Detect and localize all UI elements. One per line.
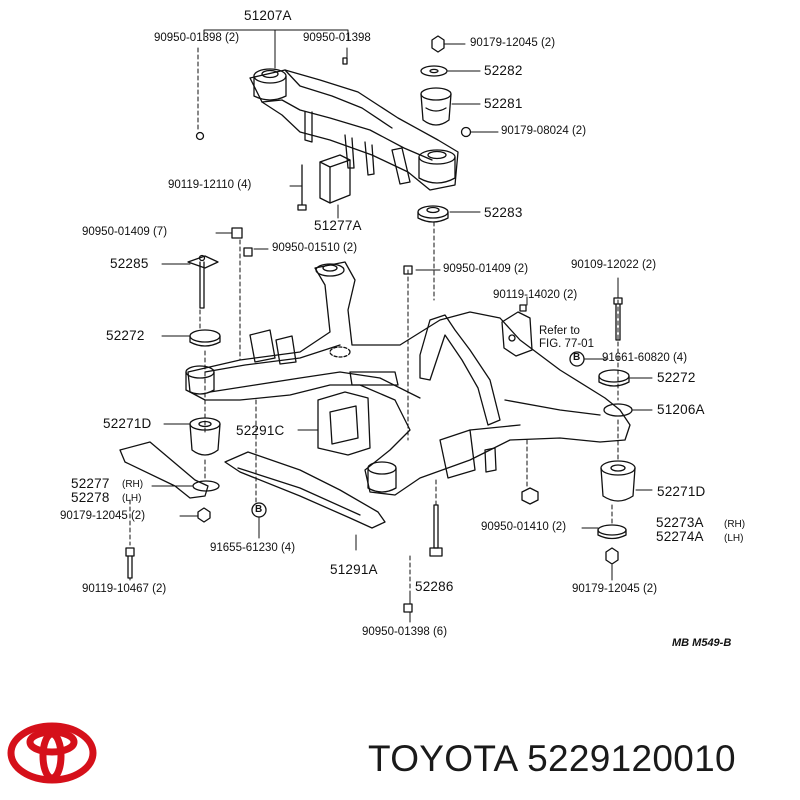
b-marker-left: B <box>255 504 263 515</box>
bracket-refer-fig <box>501 304 533 357</box>
leader-lines <box>129 29 653 623</box>
callout-rh-left: (RH) <box>122 479 144 490</box>
part-number: 5229120010 <box>527 738 736 779</box>
callout-90950-01410: 90950-01410 (2) <box>481 521 567 533</box>
callout-52271D-right: 52271D <box>657 484 706 499</box>
callout-90950-01398: 90950-01398 <box>303 32 371 44</box>
callout-90119-12110: 90119-12110 (4) <box>168 179 252 191</box>
brand-part-number: TOYOTA 5229120010 <box>368 738 736 780</box>
callout-52277: 52277 <box>71 476 110 491</box>
callout-52291C: 52291C <box>236 423 285 438</box>
callout-91655-61230: 91655-61230 (4) <box>210 542 296 554</box>
upper-bolts <box>195 57 348 211</box>
brace-51291A <box>224 451 386 529</box>
callout-52278: 52278 <box>71 490 110 505</box>
callout-90950-01510: 90950-01510 (2) <box>272 242 358 254</box>
callout-52282: 52282 <box>484 63 523 78</box>
bushing-52271D-right <box>600 460 636 502</box>
callout-90950-01409-7: 90950-01409 (7) <box>82 226 168 238</box>
callout-52273A: 52273A <box>656 515 704 530</box>
washer-52272-right <box>598 369 630 387</box>
callout-90119-14020: 90119-14020 (2) <box>493 289 578 301</box>
callout-90950-01409-2: 90950-01409 (2) <box>443 263 529 275</box>
bolt-90109-12022 <box>613 297 623 341</box>
mount-52283 <box>417 205 449 223</box>
callout-51206A: 51206A <box>657 402 705 417</box>
callout-51291A: 51291A <box>330 562 378 577</box>
callout-52274A: 52274A <box>656 529 704 544</box>
rear-crossmember-51207A <box>249 68 459 191</box>
callout-52272-left: 52272 <box>106 328 145 343</box>
callout-90179-08024: 90179-08024 (2) <box>501 125 587 137</box>
small-bolts <box>231 227 413 275</box>
callout-90950-01398-6: 90950-01398 (6) <box>362 626 448 638</box>
refer-fig-label: FIG. 77-01 <box>539 338 594 350</box>
callout-lh-left: (LH) <box>122 493 142 504</box>
nut-90950-01410 <box>521 487 539 505</box>
callout-90950-01398-2: 90950-01398 (2) <box>154 32 240 44</box>
figure-code: MB M549-B <box>672 637 732 649</box>
upper-mount-parts <box>420 35 472 138</box>
bracket-52277 <box>119 441 220 499</box>
callout-52283: 52283 <box>484 205 523 220</box>
callout-lh-right: (LH) <box>724 533 744 544</box>
callout-90179-12045-left: 90179-12045 (2) <box>60 510 146 522</box>
subframe-exploded-drawing <box>119 29 653 623</box>
bracket-51277A <box>319 154 351 204</box>
callout-52271D-left: 52271D <box>103 416 152 431</box>
callout-91661-60820: 91661-60820 (4) <box>602 352 688 364</box>
bolt-52286 <box>403 504 443 613</box>
refer-to-label: Refer to <box>539 325 580 337</box>
callout-52272-right: 52272 <box>657 370 696 385</box>
part-52285 <box>187 254 219 309</box>
callout-rh-right: (RH) <box>724 519 746 530</box>
washer-52273A <box>597 524 627 565</box>
callout-51207A: 51207A <box>244 8 292 23</box>
callout-90119-10467: 90119-10467 (2) <box>82 583 167 595</box>
callout-52281: 52281 <box>484 96 523 111</box>
callout-52286: 52286 <box>415 579 454 594</box>
b-marker-right: B <box>573 352 581 363</box>
toyota-logo-icon <box>7 722 97 784</box>
callout-90179-12045-right: 90179-12045 (2) <box>572 583 658 595</box>
callout-90179-12045-top: 90179-12045 (2) <box>470 37 556 49</box>
callout-51277A: 51277A <box>314 218 362 233</box>
b-marker-circles <box>251 351 585 518</box>
callout-52285: 52285 <box>110 256 149 271</box>
brand-name: TOYOTA <box>368 738 517 779</box>
washer-52272-left <box>189 329 221 347</box>
main-subframe-51206A <box>185 261 633 496</box>
callout-90109-12022: 90109-12022 (2) <box>571 259 657 271</box>
